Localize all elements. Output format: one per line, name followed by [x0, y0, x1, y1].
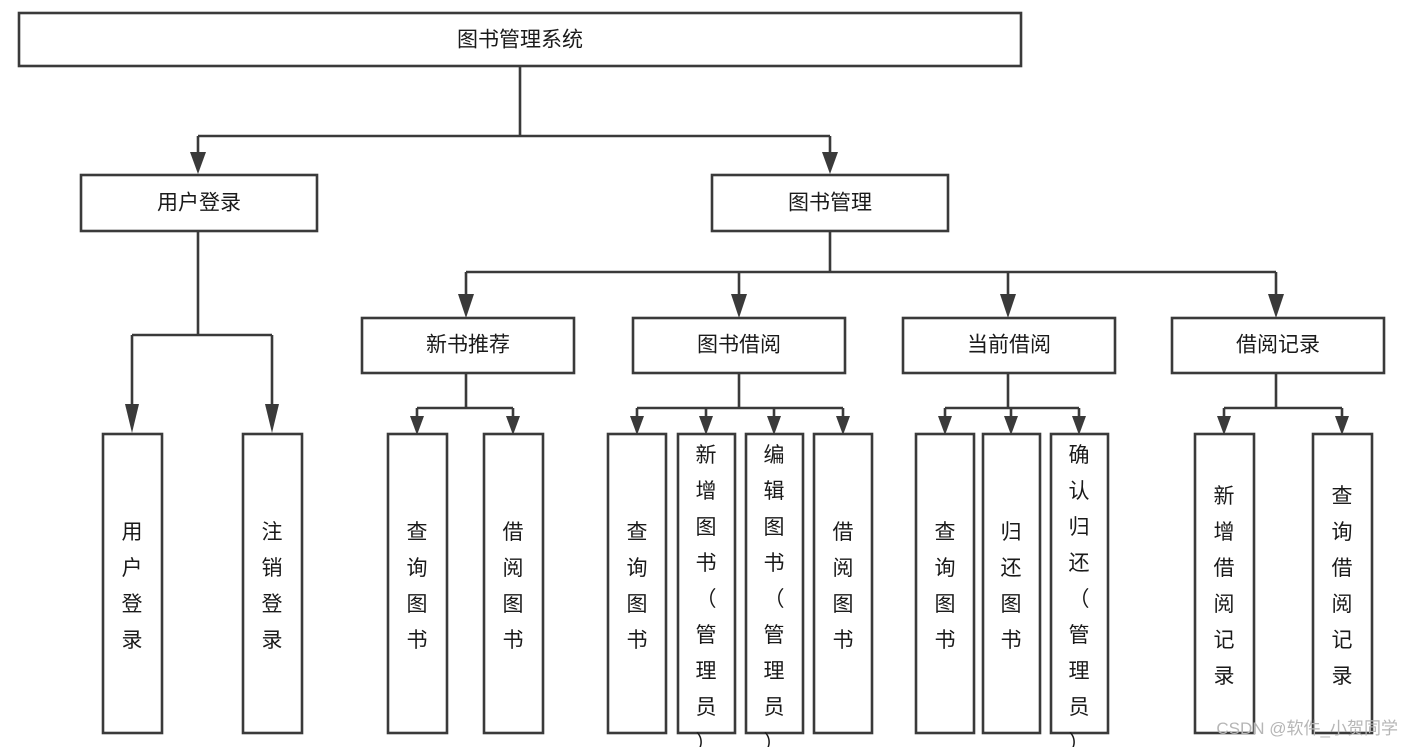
leaf-query-book-1-label: 查询图书 [407, 521, 428, 652]
leaf-query-book-2-label: 查询图书 [627, 521, 648, 652]
leaf-user-logout-box[interactable] [241, 432, 304, 735]
arrow-head-icon [1004, 416, 1018, 435]
leaf-query-record[interactable]: 查询借阅记录 [1311, 432, 1374, 735]
leaf-return-book-label: 归还图书 [1001, 521, 1022, 652]
connector-group-user-login [125, 231, 279, 433]
node-current-borrow-label: 当前借阅 [967, 334, 1051, 357]
leaf-add-record-label: 新增借阅记录 [1214, 485, 1235, 688]
leaf-borrow-book-2[interactable]: 借阅图书 [812, 432, 874, 735]
arrow-head-icon [506, 416, 520, 435]
node-new-book-recommend[interactable]: 新书推荐 [360, 316, 576, 375]
leaf-user-logout[interactable]: 注销登录 [241, 432, 304, 735]
node-book-borrow[interactable]: 图书借阅 [631, 316, 847, 375]
arrow-head-icon [1217, 416, 1231, 435]
node-new-book-recommend-box[interactable] [360, 316, 576, 375]
arrow-head-icon [265, 404, 279, 433]
node-borrow-record[interactable]: 借阅记录 [1170, 316, 1386, 375]
arrow-head-icon [458, 294, 474, 318]
node-borrow-record-box[interactable] [1170, 316, 1386, 375]
node-user-login-box[interactable] [79, 173, 319, 233]
arrow-head-icon [822, 152, 838, 174]
leaf-borrow-book-1-box[interactable] [482, 432, 545, 735]
watermark-label: CSDN @软件_小贺同学 [1216, 719, 1398, 738]
arrow-head-icon [767, 416, 781, 435]
connector-group-book-borrow [630, 373, 850, 435]
leaf-add-book[interactable]: 新增图书（管理员） [676, 432, 737, 747]
node-new-book-recommend-label: 新书推荐 [426, 334, 510, 357]
leaf-query-book-3-label: 查询图书 [935, 521, 956, 652]
node-book-borrow-label: 图书借阅 [697, 334, 781, 357]
arrow-head-icon [836, 416, 850, 435]
leaf-return-book[interactable]: 归还图书 [981, 432, 1042, 735]
node-root-box[interactable] [17, 11, 1023, 68]
leaf-user-login-box[interactable] [101, 432, 164, 735]
leaf-query-record-box[interactable] [1311, 432, 1374, 735]
arrow-head-icon [125, 404, 139, 433]
node-book-manage-label: 图书管理 [788, 192, 872, 215]
leaf-query-book-3[interactable]: 查询图书 [914, 432, 976, 735]
arrow-head-icon [1335, 416, 1349, 435]
leaf-borrow-book-1-label: 借阅图书 [503, 521, 524, 652]
leaf-query-book-3-box[interactable] [914, 432, 976, 735]
arrow-head-icon [731, 294, 747, 318]
leaf-confirm-return[interactable]: 确认归还（管理员） [1049, 432, 1110, 747]
arrow-head-icon [699, 416, 713, 435]
leaf-return-book-box[interactable] [981, 432, 1042, 735]
arrow-head-icon [1268, 294, 1284, 318]
arrow-head-icon [1000, 294, 1016, 318]
leaf-query-book-2[interactable]: 查询图书 [606, 432, 668, 735]
node-root[interactable]: 图书管理系统 [17, 11, 1023, 68]
leaf-confirm-return-label: 确认归还（管理员） [1069, 444, 1090, 747]
leaf-query-book-1-box[interactable] [386, 432, 449, 735]
leaf-edit-book-label: 编辑图书（管理员） [764, 444, 785, 747]
node-book-manage-box[interactable] [710, 173, 950, 233]
node-borrow-record-label: 借阅记录 [1236, 334, 1320, 357]
node-book-borrow-box[interactable] [631, 316, 847, 375]
leaf-query-book-2-box[interactable] [606, 432, 668, 735]
arrow-head-icon [1072, 416, 1086, 435]
leaf-add-book-label: 新增图书（管理员） [696, 444, 717, 747]
leaf-borrow-book-1[interactable]: 借阅图书 [482, 432, 545, 735]
arrow-head-icon [938, 416, 952, 435]
arrow-head-icon [630, 416, 644, 435]
leaf-borrow-book-2-label: 借阅图书 [833, 521, 854, 652]
node-current-borrow[interactable]: 当前借阅 [901, 316, 1117, 375]
leaf-user-logout-label: 注销登录 [262, 521, 283, 652]
leaf-edit-book[interactable]: 编辑图书（管理员） [744, 432, 805, 747]
node-user-login-label: 用户登录 [157, 192, 241, 215]
leaf-edit-book-box[interactable] [744, 432, 805, 735]
leaf-add-book-box[interactable] [676, 432, 737, 735]
connector-group-root [190, 66, 838, 174]
leaf-confirm-return-box[interactable] [1049, 432, 1110, 735]
node-root-label: 图书管理系统 [457, 29, 583, 52]
connector-group-new-book-recommend [410, 373, 520, 435]
leaf-borrow-book-2-box[interactable] [812, 432, 874, 735]
leaf-user-login-label: 用户登录 [122, 521, 143, 652]
connector-group-current-borrow [938, 373, 1086, 435]
connector-group-borrow-record [1217, 373, 1349, 435]
leaf-query-book-1[interactable]: 查询图书 [386, 432, 449, 735]
arrow-head-icon [410, 416, 424, 435]
leaf-query-record-label: 查询借阅记录 [1332, 485, 1353, 688]
leaf-add-record[interactable]: 新增借阅记录 [1193, 432, 1256, 735]
node-book-manage[interactable]: 图书管理 [710, 173, 950, 233]
leaf-add-record-box[interactable] [1193, 432, 1256, 735]
node-user-login[interactable]: 用户登录 [79, 173, 319, 233]
leaf-user-login[interactable]: 用户登录 [101, 432, 164, 735]
connector-group-book-manage [458, 231, 1284, 318]
node-current-borrow-box[interactable] [901, 316, 1117, 375]
arrow-head-icon [190, 152, 206, 174]
